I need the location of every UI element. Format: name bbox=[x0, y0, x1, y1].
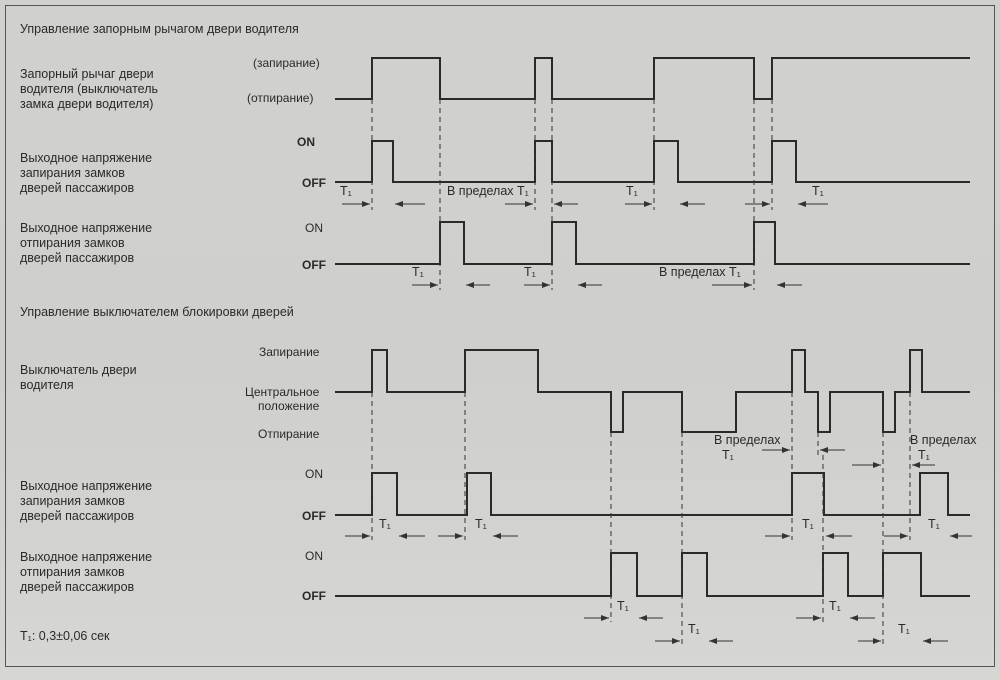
s1-unlock-output-label-line1: Выходное напряжение bbox=[20, 221, 152, 235]
svg-text:T₁: T₁ bbox=[524, 265, 536, 279]
s2-lock-output-signal bbox=[335, 472, 970, 516]
s2-unlock-output-label-line3: дверей пассажиров bbox=[20, 580, 135, 594]
lever-level-lock: (запирание) bbox=[253, 56, 320, 70]
s1-guide-lines bbox=[371, 99, 773, 290]
s1-lock-output-label-line2: запирания замков bbox=[20, 166, 125, 180]
s2-t1-markers: T₁ T₁ T₁ T₁ T₁ T₁ T₁ T₁ В предел bbox=[345, 433, 977, 644]
s1-lock-off-level: OFF bbox=[302, 176, 326, 190]
svg-text:T₁: T₁ bbox=[379, 517, 391, 531]
lever-level-unlock: (отпирание) bbox=[247, 91, 313, 105]
lever-signal bbox=[335, 57, 970, 100]
s2-unlock-output-label-line1: Выходное напряжение bbox=[20, 550, 152, 564]
s1-lock-output-label-line1: Выходное напряжение bbox=[20, 151, 152, 165]
switch-level-center-line2: положение bbox=[258, 399, 320, 413]
s2-unlock-off-level: OFF bbox=[302, 589, 326, 603]
lever-label-line2: водителя (выключатель bbox=[20, 82, 158, 96]
lever-label-line1: Запорный рычаг двери bbox=[20, 67, 154, 81]
svg-text:В пределах T₁: В пределах T₁ bbox=[659, 265, 741, 279]
s1-unlock-on-level: ON bbox=[305, 221, 323, 235]
s1-t1-markers: T₁ В пределах T₁ T₁ T₁ T₁ T₁ В пределах … bbox=[340, 184, 828, 288]
svg-text:T₁: T₁ bbox=[340, 184, 352, 198]
s1-lock-on-level: ON bbox=[297, 135, 315, 149]
svg-text:T₁: T₁ bbox=[802, 517, 814, 531]
svg-text:В пределах T₁: В пределах T₁ bbox=[447, 184, 529, 198]
switch-label-line1: Выключатель двери bbox=[20, 363, 137, 377]
lever-label-line3: замка двери водителя) bbox=[20, 97, 153, 111]
s1-lock-output-signal bbox=[335, 140, 970, 183]
s2-lock-on-level: ON bbox=[305, 467, 323, 481]
svg-text:T₁: T₁ bbox=[928, 517, 940, 531]
diagram-frame bbox=[5, 5, 995, 667]
s1-unlock-output-label-line2: отпирания замков bbox=[20, 236, 125, 250]
svg-text:T₁: T₁ bbox=[812, 184, 824, 198]
svg-text:T₁: T₁ bbox=[829, 599, 841, 613]
switch-level-center-line1: Центральное bbox=[245, 385, 320, 399]
s2-lock-output-label-line2: запирания замков bbox=[20, 494, 125, 508]
s1-unlock-output-signal bbox=[335, 221, 970, 265]
s2-unlock-on-level: ON bbox=[305, 549, 323, 563]
section2-title: Управление выключателем блокировки двере… bbox=[20, 305, 294, 319]
s2-unlock-output-label-line2: отпирания замков bbox=[20, 565, 125, 579]
s2-lock-output-label-line1: Выходное напряжение bbox=[20, 479, 152, 493]
svg-text:T₁: T₁ bbox=[626, 184, 638, 198]
svg-text:T₁: T₁ bbox=[617, 599, 629, 613]
s1-unlock-off-level: OFF bbox=[302, 258, 326, 272]
s1-lock-output-label-line3: дверей пассажиров bbox=[20, 181, 135, 195]
switch-level-unlock: Отпирание bbox=[258, 427, 320, 441]
s2-unlock-output-signal bbox=[335, 552, 970, 597]
t1-footnote: T₁: 0,3±0,06 сек bbox=[20, 629, 110, 643]
section1-title: Управление запорным рычагом двери водите… bbox=[20, 22, 299, 36]
s2-lock-output-label-line3: дверей пассажиров bbox=[20, 509, 135, 523]
s1-unlock-output-label-line3: дверей пассажиров bbox=[20, 251, 135, 265]
switch-label-line2: водителя bbox=[20, 378, 74, 392]
svg-text:T₁: T₁ bbox=[688, 622, 700, 636]
switch-signal bbox=[335, 349, 970, 433]
svg-text:В пределах: В пределах bbox=[910, 433, 977, 447]
svg-text:T₁: T₁ bbox=[898, 622, 910, 636]
svg-text:T₁: T₁ bbox=[722, 448, 734, 462]
switch-level-lock: Запирание bbox=[259, 345, 320, 359]
svg-text:T₁: T₁ bbox=[475, 517, 487, 531]
svg-text:T₁: T₁ bbox=[412, 265, 424, 279]
svg-text:В пределах: В пределах bbox=[714, 433, 781, 447]
svg-text:T₁: T₁ bbox=[918, 448, 930, 462]
s2-guide-lines bbox=[371, 392, 911, 645]
s2-lock-off-level: OFF bbox=[302, 509, 326, 523]
